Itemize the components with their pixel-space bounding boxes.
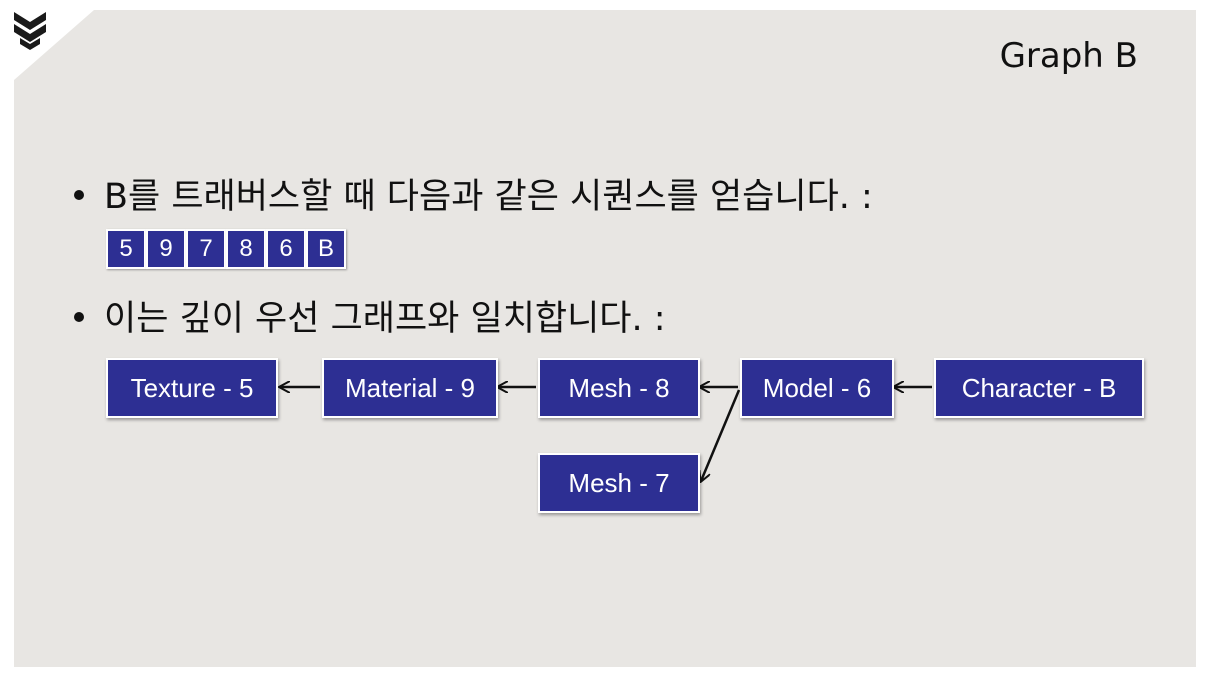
slide-background xyxy=(14,10,1196,667)
sequence-cell: 9 xyxy=(146,229,186,269)
bullet-traversal-text: B를 트래버스할 때 다음과 같은 시퀀스를 얻습니다. : xyxy=(104,177,873,217)
logo-icon xyxy=(14,12,46,50)
node-mesh-7: Mesh - 7 xyxy=(538,453,700,513)
node-character: Character - B xyxy=(934,358,1144,418)
node-material: Material - 9 xyxy=(322,358,498,418)
bullet-traversal: B를 트래버스할 때 다음과 같은 시퀀스를 얻습니다. : xyxy=(74,168,873,219)
bullet-dot xyxy=(74,312,84,322)
sequence-cell: 7 xyxy=(186,229,226,269)
node-texture: Texture - 5 xyxy=(106,358,278,418)
sequence-cell: 6 xyxy=(266,229,306,269)
sequence-strip: 5 9 7 8 6 B xyxy=(106,229,346,269)
bullet-depth-first-text: 이는 깊이 우선 그래프와 일치합니다. : xyxy=(104,299,666,339)
bullet-depth-first: 이는 깊이 우선 그래프와 일치합니다. : xyxy=(74,290,666,341)
sequence-cell: B xyxy=(306,229,346,269)
sequence-cell: 5 xyxy=(106,229,146,269)
node-model: Model - 6 xyxy=(740,358,894,418)
sequence-cell: 8 xyxy=(226,229,266,269)
bullet-dot xyxy=(74,190,84,200)
node-mesh-8: Mesh - 8 xyxy=(538,358,700,418)
slide-title: Graph B xyxy=(999,36,1138,76)
